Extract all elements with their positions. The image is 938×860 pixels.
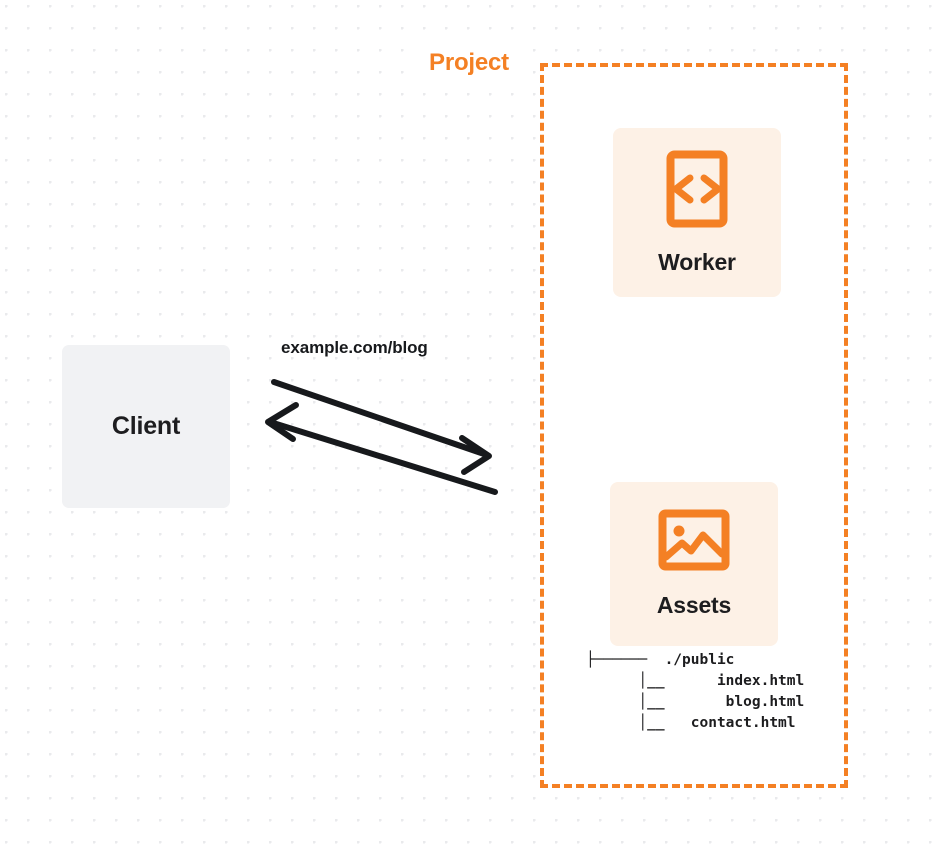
client-node[interactable]: Client xyxy=(62,345,230,508)
client-label: Client xyxy=(111,412,181,440)
file-tree-line-root: ├────── ./public xyxy=(586,652,735,668)
connection-label: example.com/blog xyxy=(281,338,428,357)
assets-node[interactable]: Assets xyxy=(610,482,778,646)
assets-label: Assets xyxy=(656,592,732,618)
file-tree-line-blog: │__ blog.html xyxy=(586,694,805,710)
image-icon xyxy=(658,509,730,576)
project-title: Project xyxy=(422,49,516,77)
worker-label: Worker xyxy=(658,248,736,275)
assets-file-tree: ├────── ./public │__ index.html │__ blog… xyxy=(586,650,804,734)
response-arrow xyxy=(265,402,498,495)
file-tree-line-contact: │__ contact.html xyxy=(586,715,796,731)
worker-node[interactable]: Worker xyxy=(613,128,781,297)
code-brackets-icon xyxy=(666,150,728,233)
request-arrow xyxy=(271,379,492,475)
file-tree-line-index: │__ index.html xyxy=(586,673,805,689)
